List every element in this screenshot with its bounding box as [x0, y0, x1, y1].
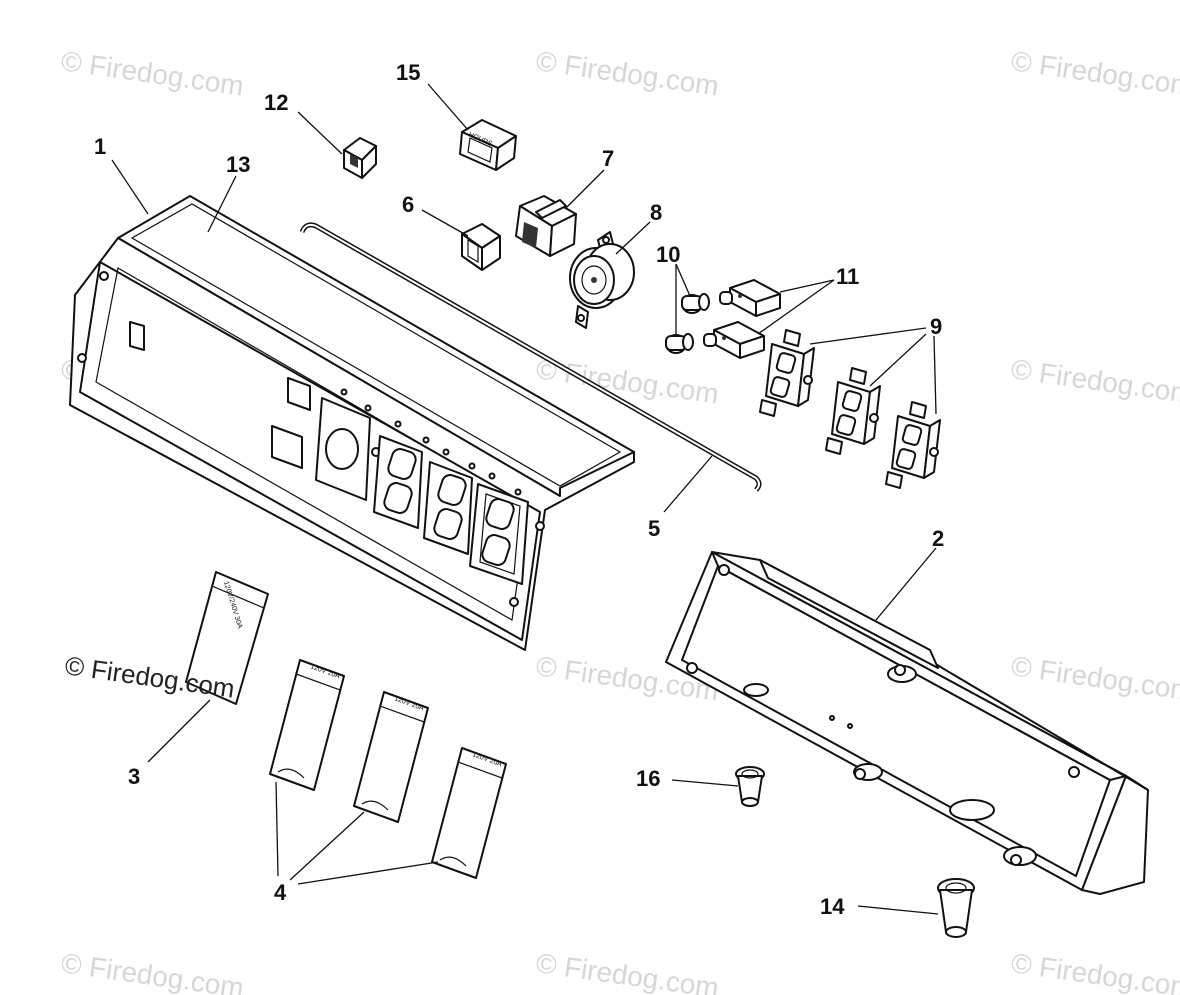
- duplex-receptacle: [885, 401, 941, 489]
- hour-meter: HOURS: [459, 119, 517, 171]
- watermark-10: © Firedog.com: [534, 947, 721, 995]
- panel-screw: [77, 353, 87, 363]
- callout-4: 4: [274, 880, 287, 905]
- callout-3: 3: [128, 764, 140, 789]
- callout-13: 13: [226, 152, 250, 177]
- watermark-3: © Firedog.com: [1009, 45, 1180, 101]
- callout-7: 7: [602, 146, 614, 171]
- watermark-2: © Firedog.com: [534, 45, 721, 101]
- panel-screw: [99, 271, 109, 281]
- callout-12: 12: [264, 90, 288, 115]
- circuit-breaker: [703, 321, 765, 359]
- panel-front-inset: [79, 261, 541, 641]
- panel-screw: [509, 597, 519, 607]
- panel-screw: [535, 521, 545, 531]
- panel-housing: [665, 551, 1149, 895]
- indicator-cap: [681, 293, 710, 314]
- watermark-11: © Firedog.com: [1009, 947, 1180, 995]
- watermark-6: © Firedog.com: [1009, 353, 1180, 409]
- rod: [299, 222, 762, 492]
- hour-meter-cutout: [129, 321, 145, 351]
- watermark-1: © Firedog.com: [59, 45, 246, 101]
- callout-10: 10: [656, 242, 680, 267]
- circuit-breaker: [719, 279, 781, 317]
- outlet-cover-small: 120V 20A: [269, 659, 345, 791]
- callout-11: 11: [836, 264, 859, 289]
- callout-5: 5: [648, 516, 660, 541]
- outlet-cover-large: 120V/240V 30A: [185, 571, 269, 705]
- duplex-recess-3: [469, 483, 529, 585]
- duplex-receptacle: [825, 367, 881, 455]
- rocker-switch-small: [343, 137, 377, 179]
- twist-lock-hole: [325, 428, 359, 470]
- housing-interior: [681, 565, 1111, 877]
- grommet-16: [735, 766, 765, 807]
- callout-9: 9: [930, 314, 942, 339]
- callout-6: 6: [402, 192, 414, 217]
- duplex-recess-2: [423, 461, 473, 555]
- watermark-9: © Firedog.com: [59, 947, 246, 995]
- outlet-cover-small: 120V 20A: [431, 747, 507, 879]
- callout-1: 1: [94, 134, 106, 159]
- callout-16: 16: [636, 766, 660, 791]
- indicator-cap: [665, 333, 694, 354]
- duplex-recess-1: [373, 435, 423, 529]
- callout-labels: 1 2 3 4 5 6 7 8 9 10 11 12 13 14 15 16: [94, 60, 944, 919]
- leader-lines: [111, 83, 939, 915]
- callout-15: 15: [396, 60, 420, 85]
- switch-cutout: [287, 377, 311, 411]
- control-panel: [69, 195, 635, 651]
- outlet-cover-small: 120V 20A: [353, 691, 429, 823]
- callout-8: 8: [650, 200, 662, 225]
- housing-side: [1081, 775, 1149, 895]
- callout-14: 14: [820, 894, 845, 919]
- twist-lock-receptacle: [569, 231, 635, 329]
- watermark-8: © Firedog.com: [1009, 650, 1180, 706]
- switch-cutout: [271, 425, 303, 469]
- callout-2: 2: [932, 526, 944, 551]
- grommet-14: [937, 878, 975, 938]
- switch-7: [515, 195, 577, 257]
- watermark-5: © Firedog.com: [534, 353, 721, 409]
- switch-6: [461, 223, 501, 271]
- duplex-receptacle: [759, 329, 815, 417]
